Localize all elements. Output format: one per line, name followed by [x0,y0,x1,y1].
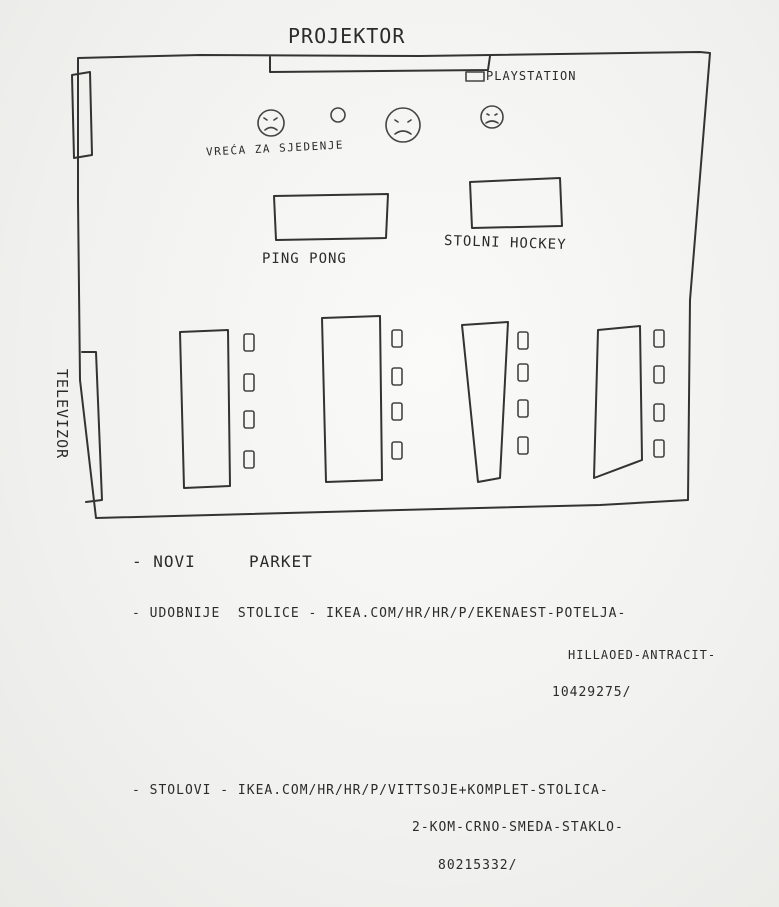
playstation-box [465,71,485,82]
note-udobnije-stolice-3: 10429275/ [552,685,632,700]
table-4 [593,325,643,479]
left-wall-cabinet [71,71,93,159]
chair [243,333,255,352]
chair [243,450,255,469]
bean-bag-1 [257,109,285,137]
chair [391,441,403,460]
tv-unit [81,351,103,503]
table-2 [321,315,383,483]
chair [653,329,665,348]
note-novi-parket: - NOVI PARKET [132,552,313,571]
chair [391,367,403,386]
table-group-3 [461,321,529,483]
chair [243,410,255,429]
chair [653,439,665,458]
chair [391,329,403,348]
note-stolovi: - STOLOVI - IKEA.COM/HR/HR/P/VITTSOJE+KO… [132,783,609,798]
bean-bag-3 [385,107,421,143]
note-udobnije-stolice: - UDOBNIJE STOLICE - IKEA.COM/HR/HR/P/EK… [132,606,627,621]
chair [653,403,665,422]
table-3 [461,321,509,483]
chair [517,399,529,418]
ping-pong-label: PING PONG [262,251,347,267]
playstation-label: PLAYSTATION [486,69,577,83]
chair [243,373,255,392]
bean-bags [257,105,504,143]
chair [653,365,665,384]
table-group-1 [179,329,255,489]
chair [517,331,529,350]
bean-bag-4 [480,105,504,129]
chair [517,436,529,455]
table-group-4 [593,325,665,479]
chair [391,402,403,421]
note-stolovi-2: 2-KOM-CRNO-SMEDA-STAKLO- [412,820,624,835]
table-group-2 [321,315,403,483]
table-1 [179,329,231,489]
note-stolovi-3: 80215332/ [438,858,518,873]
projector-screen [269,55,491,73]
room-outline [77,51,711,519]
bean-bag-2 [330,107,346,123]
televizor-label: TELEVIZOR [53,368,72,460]
note-udobnije-stolice-2: HILLAOED-ANTRACIT- [568,648,717,662]
ping-pong-table [273,193,389,241]
projektor-label: PROJEKTOR [288,24,406,48]
stolni-hockey-table [469,177,563,229]
chair [517,363,529,382]
